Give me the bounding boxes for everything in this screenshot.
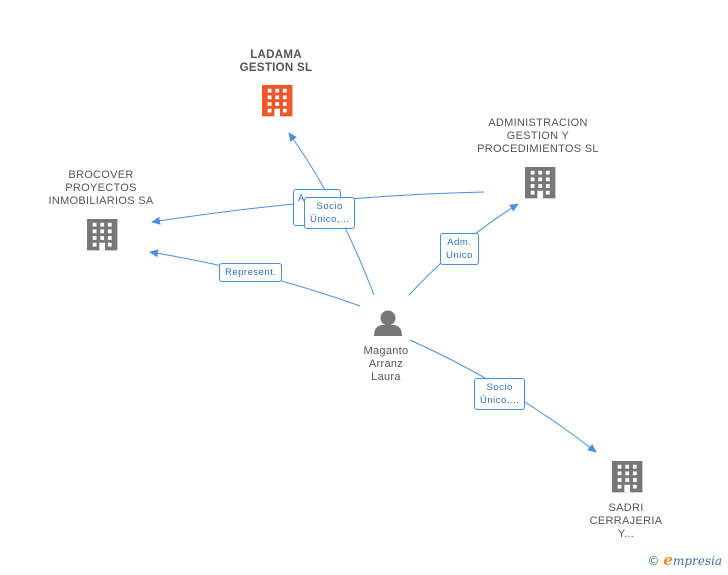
edge-label-represent[interactable]: Represent. bbox=[219, 263, 283, 282]
building-icon[interactable] bbox=[87, 219, 118, 251]
node-label-sadri[interactable]: SADRI CERRAJERIA Y... bbox=[589, 502, 663, 540]
copyright-icon: © bbox=[647, 554, 660, 568]
node-label-brocover[interactable]: BROCOVER PROYECTOS INMOBILIARIOS SA bbox=[48, 169, 154, 207]
brand-initial: e bbox=[663, 551, 673, 569]
empresia-logo[interactable]: ©empresia bbox=[647, 551, 722, 569]
building-icon[interactable] bbox=[262, 85, 293, 117]
node-label-ladama[interactable]: LADAMA GESTION SL bbox=[239, 49, 313, 74]
edge-label-socio-ladama[interactable]: Socio Único,... bbox=[304, 197, 356, 229]
brand-name: mpresia bbox=[672, 554, 722, 568]
building-icon[interactable] bbox=[612, 461, 643, 493]
node-label-admin[interactable]: ADMINISTRACION GESTION Y PROCEDIMIENTOS … bbox=[477, 117, 599, 155]
edge-label-adm-unico[interactable]: Adm. Unico bbox=[440, 233, 479, 265]
edge-label-socio-sadri[interactable]: Socio Único,... bbox=[474, 378, 526, 410]
person-icon[interactable] bbox=[374, 310, 402, 337]
building-icon[interactable] bbox=[525, 167, 556, 199]
node-label-person[interactable]: Maganto Arranz Laura bbox=[363, 345, 409, 383]
